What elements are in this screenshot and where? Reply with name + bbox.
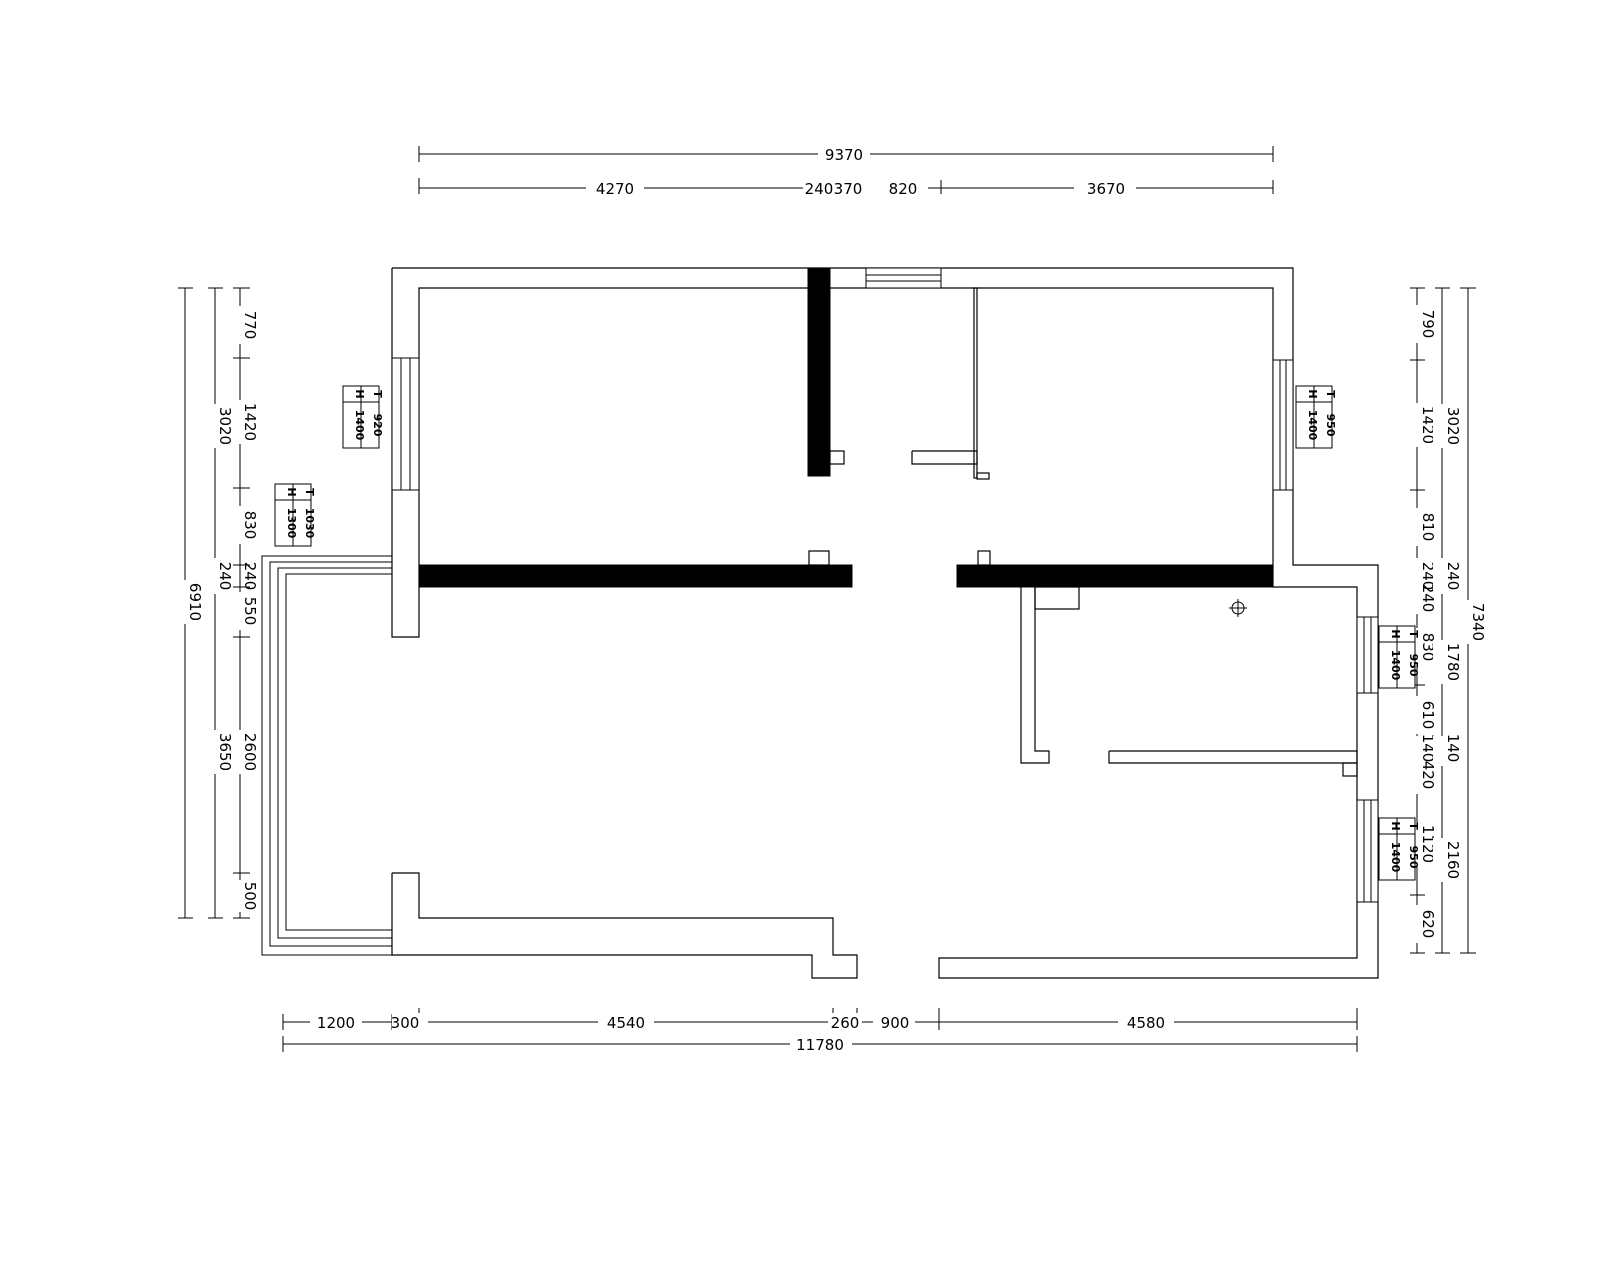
dim-right-middle-3: 1780 xyxy=(1444,643,1462,681)
tag-h-value: 1400 xyxy=(1389,650,1402,681)
bay-window xyxy=(261,555,392,956)
dim-right-middle-1: 3020 xyxy=(1444,407,1462,445)
tag-t-value: 1030 xyxy=(303,508,316,539)
dim-right-inner-7: 610 xyxy=(1419,701,1437,730)
tag-h-label: H xyxy=(1389,629,1402,638)
tag-h-label: H xyxy=(1389,821,1402,830)
dim-right-inner-5: 240 xyxy=(1419,584,1437,613)
dim-left-outer: 6910 xyxy=(186,583,204,621)
dim-left-inner-5: 550 xyxy=(241,597,259,626)
tag-t-label: T xyxy=(303,488,316,496)
dim-left-inner-3: 830 xyxy=(241,511,259,540)
tag-h-value: 1300 xyxy=(285,508,298,539)
tag-h-value: 1400 xyxy=(1306,410,1319,441)
dim-top-seg-2: 240 xyxy=(805,180,834,198)
right-dimension-labels: 790 1420 810 240 240 830 610 140 420 112… xyxy=(1408,305,1487,943)
dim-left-inner-1: 770 xyxy=(241,311,259,340)
dim-left-inner-6: 2600 xyxy=(241,733,259,771)
dim-left-middle-1: 3020 xyxy=(216,407,234,445)
solid-wall-vertical xyxy=(807,267,831,477)
window-tag: H T 1400 950 xyxy=(1378,817,1420,881)
window-tag: H T 1400 950 xyxy=(1378,625,1420,689)
dim-right-inner-8: 140 xyxy=(1419,734,1437,763)
tag-t-label: T xyxy=(1324,390,1337,398)
dim-bottom-seg-2: 300 xyxy=(391,1014,420,1032)
left-dimension-labels: 770 1420 830 240 550 2600 500 3020 240 3… xyxy=(175,306,259,912)
windows xyxy=(261,267,1379,956)
tag-t-value: 950 xyxy=(1324,414,1337,437)
tag-h-label: H xyxy=(353,389,366,398)
tag-t-value: 920 xyxy=(371,414,384,437)
solid-wall-right xyxy=(956,564,1274,588)
dim-right-inner-2: 1420 xyxy=(1419,406,1437,444)
dim-top-total: 9370 xyxy=(825,146,863,164)
tag-t-label: T xyxy=(371,390,384,398)
window-tag: H T 1300 1030 xyxy=(274,483,316,547)
dim-right-middle-4: 140 xyxy=(1444,734,1462,763)
window-tag: H T 1400 920 xyxy=(342,385,384,449)
dim-top-seg-4: 820 xyxy=(889,180,918,198)
left-window xyxy=(391,357,420,491)
dim-right-inner-3: 810 xyxy=(1419,513,1437,542)
top-window xyxy=(865,267,942,289)
tag-t-label: T xyxy=(1407,630,1420,638)
tag-t-label: T xyxy=(1407,822,1420,830)
dim-top-seg-5: 3670 xyxy=(1087,180,1125,198)
right-middle-window xyxy=(1356,616,1379,694)
tag-t-value: 950 xyxy=(1407,654,1420,677)
dim-right-inner-9: 420 xyxy=(1419,761,1437,790)
dim-left-inner-2: 1420 xyxy=(241,403,259,441)
tag-t-value: 950 xyxy=(1407,846,1420,869)
dim-left-inner-4: 240 xyxy=(241,562,259,591)
dim-top-seg-3: 370 xyxy=(834,180,863,198)
dim-right-inner-4: 240 xyxy=(1419,562,1437,591)
solid-wall-left xyxy=(418,564,853,588)
right-upper-window xyxy=(1272,359,1294,491)
tag-h-label: H xyxy=(1306,389,1319,398)
dim-right-inner-10: 1120 xyxy=(1419,825,1437,863)
dim-bottom-seg-6: 4580 xyxy=(1127,1014,1165,1032)
dim-bottom-total: 11780 xyxy=(796,1036,844,1054)
dim-right-middle-2: 240 xyxy=(1444,562,1462,591)
dim-right-outer: 7340 xyxy=(1469,603,1487,641)
walls xyxy=(391,267,1379,979)
dim-right-inner-6: 830 xyxy=(1419,633,1437,662)
dim-left-middle-2: 240 xyxy=(216,562,234,591)
light-fixture-icon xyxy=(1229,599,1247,617)
window-tag: H T 1400 950 xyxy=(1295,385,1337,449)
dim-left-middle-3: 3650 xyxy=(216,733,234,771)
tag-h-value: 1400 xyxy=(353,410,366,441)
right-lower-window xyxy=(1356,799,1379,903)
dim-bottom-seg-5: 900 xyxy=(881,1014,910,1032)
dim-top-seg-1: 4270 xyxy=(596,180,634,198)
solid-walls xyxy=(418,267,1274,588)
dim-left-inner-7: 500 xyxy=(241,882,259,911)
tag-h-label: H xyxy=(285,487,298,496)
dim-bottom-seg-3: 4540 xyxy=(607,1014,645,1032)
tag-h-value: 1400 xyxy=(1389,842,1402,873)
dim-bottom-seg-1: 1200 xyxy=(317,1014,355,1032)
dim-bottom-seg-4: 260 xyxy=(831,1014,860,1032)
dim-right-inner-1: 790 xyxy=(1419,310,1437,339)
dim-right-inner-11: 620 xyxy=(1419,910,1437,939)
dim-right-middle-5: 2160 xyxy=(1444,841,1462,879)
